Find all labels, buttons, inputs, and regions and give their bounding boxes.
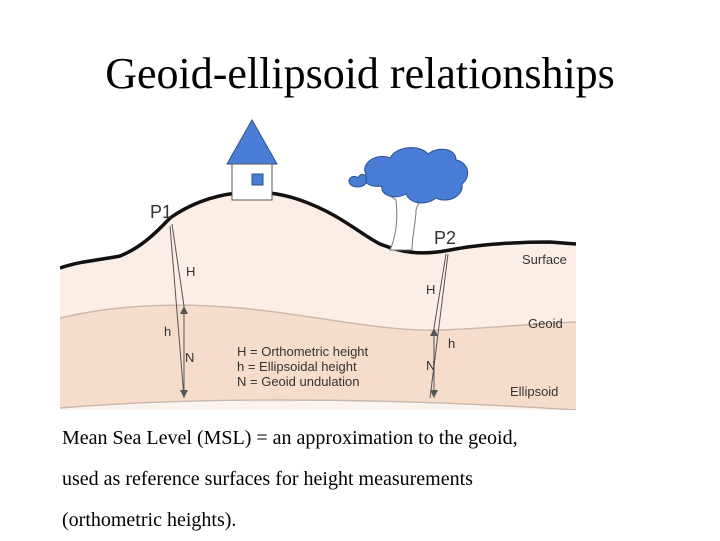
p2-ellipsoidal-label: h: [448, 336, 455, 351]
geoid-ellipsoid-diagram: P1 P2 Surface Geoid Ellipsoid H h N H h …: [60, 118, 576, 410]
p2-orthometric-label: H: [426, 282, 435, 297]
geoid-ellipsoid-layer: [60, 305, 576, 410]
ellipsoid-line: [60, 399, 576, 410]
caption: Mean Sea Level (MSL) = an approximation …: [62, 418, 702, 541]
tree-icon: [348, 147, 469, 251]
legend-item-orthometric: H = Orthometric height: [237, 344, 369, 359]
p2-measurement: [429, 253, 449, 399]
p1-ellipsoidal-label: h: [164, 324, 171, 339]
geoid-label: Geoid: [528, 316, 563, 331]
p2-label: P2: [434, 228, 456, 248]
legend-item-ellipsoidal: h = Ellipsoidal height: [237, 359, 357, 374]
ellipsoid-label: Ellipsoid: [510, 384, 558, 399]
p1-undulation-label: N: [185, 350, 194, 365]
surface-line: [60, 190, 576, 270]
geoid-line: [60, 304, 576, 331]
below-ellipsoid-layer: [60, 400, 576, 410]
caption-line: Mean Sea Level (MSL) = an approximation …: [62, 427, 518, 449]
p1-arrowheads: [180, 306, 188, 398]
p2-arrowheads: [430, 328, 438, 398]
p1-label: P1: [150, 202, 172, 222]
caption-line: used as reference surfaces for height me…: [62, 468, 473, 490]
p1-measurement: [169, 223, 185, 399]
p1-orthometric-label: H: [186, 264, 195, 279]
p2-undulation-label: N: [426, 358, 435, 373]
diagram-canvas: P1 P2 Surface Geoid Ellipsoid H h N H h …: [60, 118, 576, 410]
surface-label: Surface: [522, 252, 567, 267]
diagram-legend: H = Orthometric height h = Ellipsoidal h…: [237, 344, 369, 389]
slide-title: Geoid-ellipsoid relationships: [105, 49, 615, 98]
caption-line: (orthometric heights).: [62, 509, 237, 531]
legend-item-undulation: N = Geoid undulation: [237, 374, 360, 389]
house-icon: [226, 118, 278, 201]
